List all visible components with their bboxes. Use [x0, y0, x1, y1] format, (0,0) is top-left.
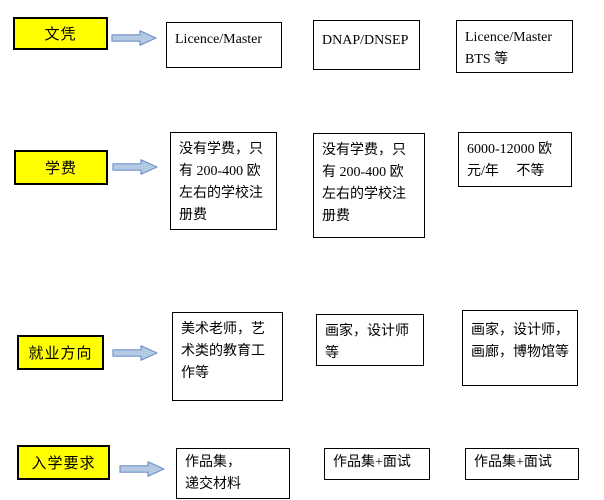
admission-box-1: 作品集， 递交材料: [176, 448, 290, 499]
label-diploma: 文凭: [13, 17, 108, 50]
tuition-box-1: 没有学费，只 有 200-400 欧 左右的学校注 册费: [170, 132, 277, 230]
tuition-box-3: 6000-12000 欧 元/年 不等: [458, 132, 572, 187]
diploma-box-1: Licence/Master: [166, 22, 282, 68]
right-arrow-icon: [119, 461, 165, 477]
right-arrow-icon: [112, 159, 158, 175]
label-career: 就业方向: [17, 335, 104, 370]
admission-box-2: 作品集+面试: [324, 448, 430, 480]
admission-box-3: 作品集+面试: [465, 448, 579, 480]
career-box-3: 画家，设计师， 画廊，博物馆等: [462, 310, 578, 386]
label-tuition: 学费: [14, 150, 108, 185]
tuition-box-2: 没有学费，只 有 200-400 欧 左右的学校注 册费: [313, 133, 425, 238]
right-arrow-icon: [111, 30, 157, 46]
label-admission-requirements: 入学要求: [17, 445, 110, 480]
diploma-box-2: DNAP/DNSEP: [313, 20, 420, 70]
career-box-1: 美术老师，艺 术类的教育工 作等: [172, 312, 283, 401]
right-arrow-icon: [112, 345, 158, 361]
career-box-2: 画家，设计师 等: [316, 314, 424, 366]
diploma-box-3: Licence/Master BTS 等: [456, 20, 573, 73]
